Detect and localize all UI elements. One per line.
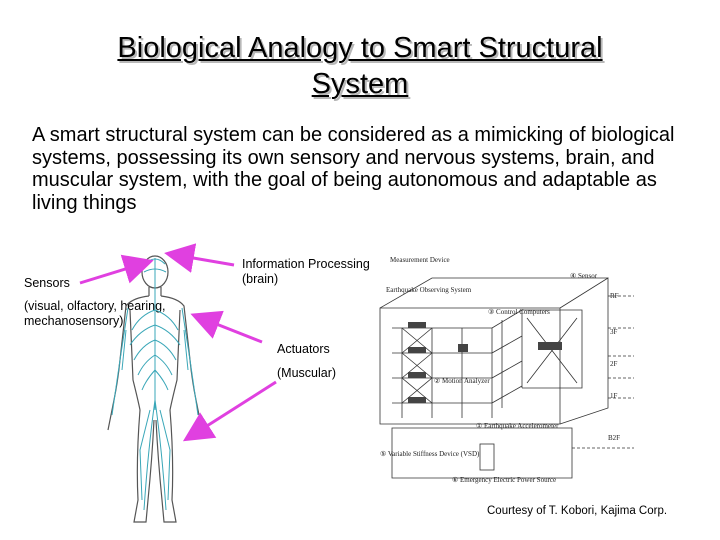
- actuators-arrow-upper: [190, 310, 263, 344]
- earthquake-system-label: Earthquake Observing System: [386, 286, 472, 294]
- smart-building-illustration: Measurement Device ④ Sensor Earthquake O…: [379, 256, 634, 484]
- floor-3f-label: 3F: [610, 328, 618, 336]
- sensors-label: Sensors: [24, 276, 70, 290]
- floor-b2f-label: B2F: [608, 434, 620, 442]
- slide-title: Biological Analogy to Smart Structural S…: [0, 30, 720, 102]
- actuators-arrow-lower: [182, 380, 277, 442]
- slide-title-line-2: System: [311, 68, 409, 100]
- floor-2f-label: 2F: [610, 360, 618, 368]
- brain-arrow: [164, 243, 235, 273]
- floor-1f-label: 1F: [610, 392, 618, 400]
- motion-analyzer-label: ② Motion Analyzer: [434, 377, 490, 385]
- image-credit: Courtesy of T. Kobori, Kajima Corp.: [487, 505, 668, 517]
- slide-title-line-1: Biological Analogy to Smart Structural: [117, 32, 603, 64]
- sensors-arrow: [79, 254, 154, 285]
- actuators-label: Actuators: [277, 342, 330, 356]
- sensor-label: ④ Sensor: [570, 272, 598, 280]
- muscular-label: (Muscular): [277, 366, 337, 380]
- measurement-device-label: Measurement Device: [390, 256, 450, 264]
- intro-paragraph: A smart structural system can be conside…: [32, 124, 675, 214]
- power-source-label: ⑥ Emergency Electric Power Source: [452, 476, 556, 484]
- information-processing-label: Information Processing (brain): [242, 257, 370, 286]
- accelerometer-label: ① Earthquake Accelerometer: [476, 422, 559, 430]
- floor-rf-label: RF: [610, 292, 619, 300]
- vsd-label: ⑤ Variable Stiffness Device (VSD): [380, 450, 480, 458]
- control-computers-label: ③ Control Computers: [488, 308, 550, 316]
